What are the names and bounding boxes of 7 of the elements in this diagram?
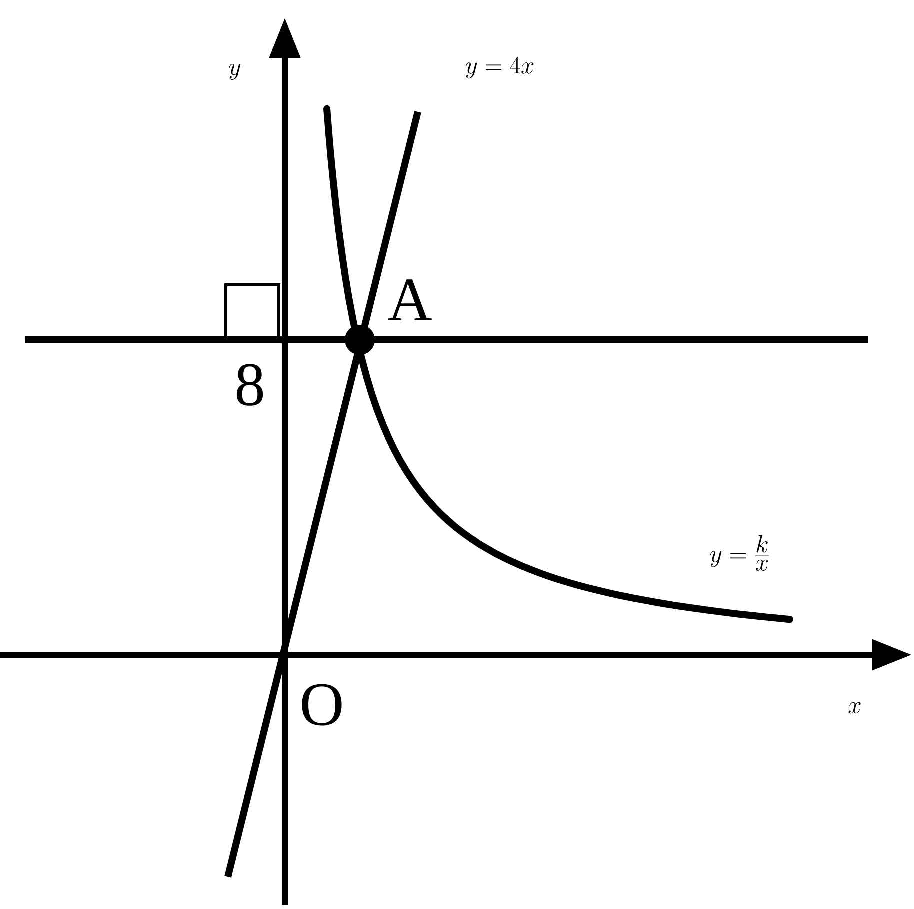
tick-label: 8	[236, 364, 264, 406]
origin-label: O	[302, 684, 342, 726]
graph-label: $y=\frac{k}{x}$	[710, 535, 770, 571]
axis-label: $x$	[848, 702, 861, 714]
graph-label: $y=4x$	[466, 57, 534, 79]
axis-label: $y$	[229, 64, 240, 80]
point-label: A	[388, 280, 432, 320]
